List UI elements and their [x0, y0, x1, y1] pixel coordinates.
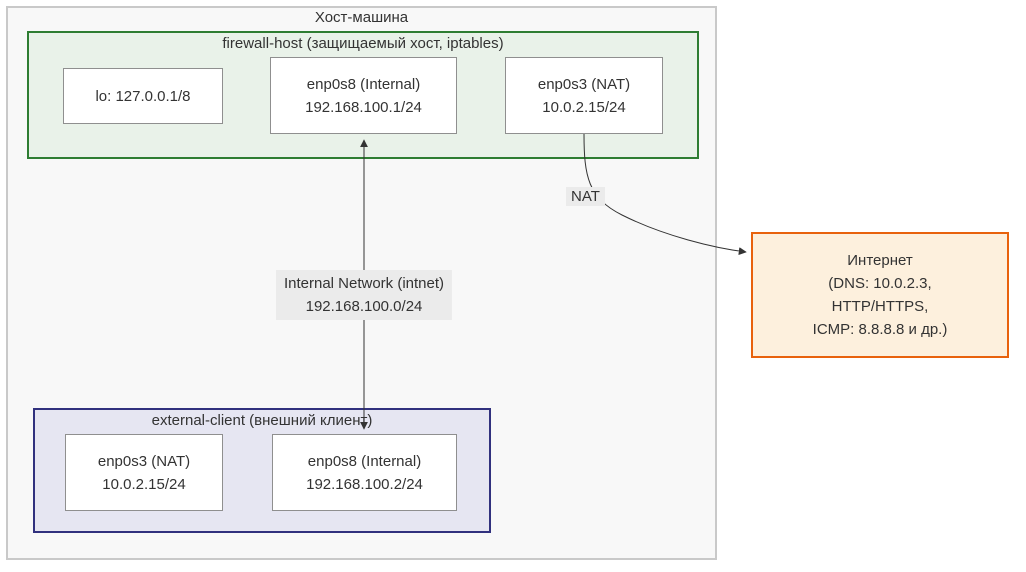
- node-client-enp0s3-name: enp0s3 (NAT): [97, 452, 191, 470]
- internet-line-1: Интернет: [847, 252, 913, 269]
- internet-line-3: HTTP/HTTPS,: [831, 298, 929, 315]
- node-client-enp0s8-name: enp0s8 (Internal): [307, 452, 422, 470]
- node-lo-label: lo: 127.0.0.1/8: [95, 87, 191, 105]
- node-client-enp0s3: enp0s3 (NAT) 10.0.2.15/24: [65, 434, 223, 511]
- node-firewall-enp0s8-ip: 192.168.100.1/24: [305, 98, 422, 116]
- node-firewall-enp0s8: enp0s8 (Internal) 192.168.100.1/24: [270, 57, 457, 134]
- node-lo: lo: 127.0.0.1/8: [63, 68, 223, 124]
- intnet-edge-label-line2: 192.168.100.0/24: [305, 298, 423, 315]
- node-client-enp0s8: enp0s8 (Internal) 192.168.100.2/24: [272, 434, 457, 511]
- node-firewall-enp0s8-name: enp0s8 (Internal): [306, 75, 421, 93]
- node-firewall-enp0s3-name: enp0s3 (NAT): [537, 75, 631, 93]
- node-firewall-enp0s3: enp0s3 (NAT) 10.0.2.15/24: [505, 57, 663, 134]
- intnet-edge-label-line1: Internal Network (intnet): [283, 275, 445, 292]
- intnet-edge-label: Internal Network (intnet) 192.168.100.0/…: [275, 270, 453, 320]
- nat-edge-label: NAT: [566, 187, 605, 206]
- external-client-title: external-client (внешний клиент): [151, 412, 373, 429]
- internet-line-2: (DNS: 10.0.2.3,: [828, 275, 932, 292]
- internet-box: Интернет (DNS: 10.0.2.3, HTTP/HTTPS, ICM…: [751, 232, 1009, 358]
- internet-line-4: ICMP: 8.8.8.8 и др.): [812, 321, 948, 338]
- node-firewall-enp0s3-ip: 10.0.2.15/24: [542, 98, 626, 116]
- host-machine-title: Хост-машина: [314, 9, 409, 26]
- node-client-enp0s3-ip: 10.0.2.15/24: [102, 475, 186, 493]
- node-client-enp0s8-ip: 192.168.100.2/24: [306, 475, 423, 493]
- firewall-host-title: firewall-host (защищаемый хост, iptables…: [222, 35, 504, 52]
